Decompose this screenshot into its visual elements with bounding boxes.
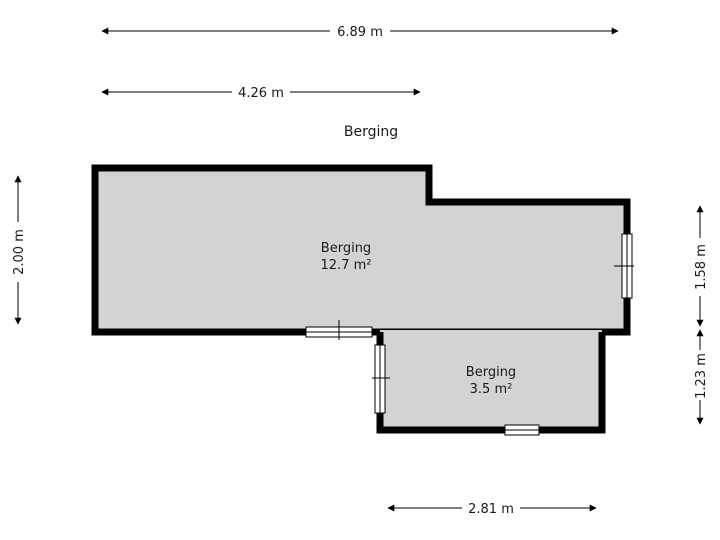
dimension-label: 1.58 m [694, 244, 709, 290]
wall-outline [91, 164, 631, 336]
window-bottom-small [504, 424, 540, 436]
dimension-label: 2.81 m [468, 502, 514, 517]
dimension-label: 4.26 m [238, 86, 284, 101]
room-berging-small: Berging 3.5 m² [372, 330, 606, 436]
dimension-top-total: 6.89 m [101, 25, 619, 40]
floor-title: Berging [344, 124, 398, 140]
dimension-right-lower: 1.23 m [694, 329, 709, 425]
dimension-label: 1.23 m [694, 353, 709, 399]
window-bottom [305, 320, 373, 340]
room-name: Berging [321, 241, 371, 256]
dimension-top-left: 4.26 m [101, 86, 421, 101]
dimension-left-height: 2.00 m [12, 175, 27, 325]
room-area: 12.7 m² [321, 258, 372, 273]
window-right [614, 233, 634, 299]
room-name: Berging [466, 365, 516, 380]
dimension-label: 6.89 m [337, 25, 383, 40]
room-area: 3.5 m² [470, 382, 513, 397]
dimension-right-upper: 1.58 m [694, 205, 709, 327]
window-left [372, 344, 390, 414]
dimension-bottom-width: 2.81 m [387, 502, 597, 517]
dimension-label: 2.00 m [12, 229, 27, 275]
room-berging-large: Berging 12.7 m² [91, 164, 634, 340]
